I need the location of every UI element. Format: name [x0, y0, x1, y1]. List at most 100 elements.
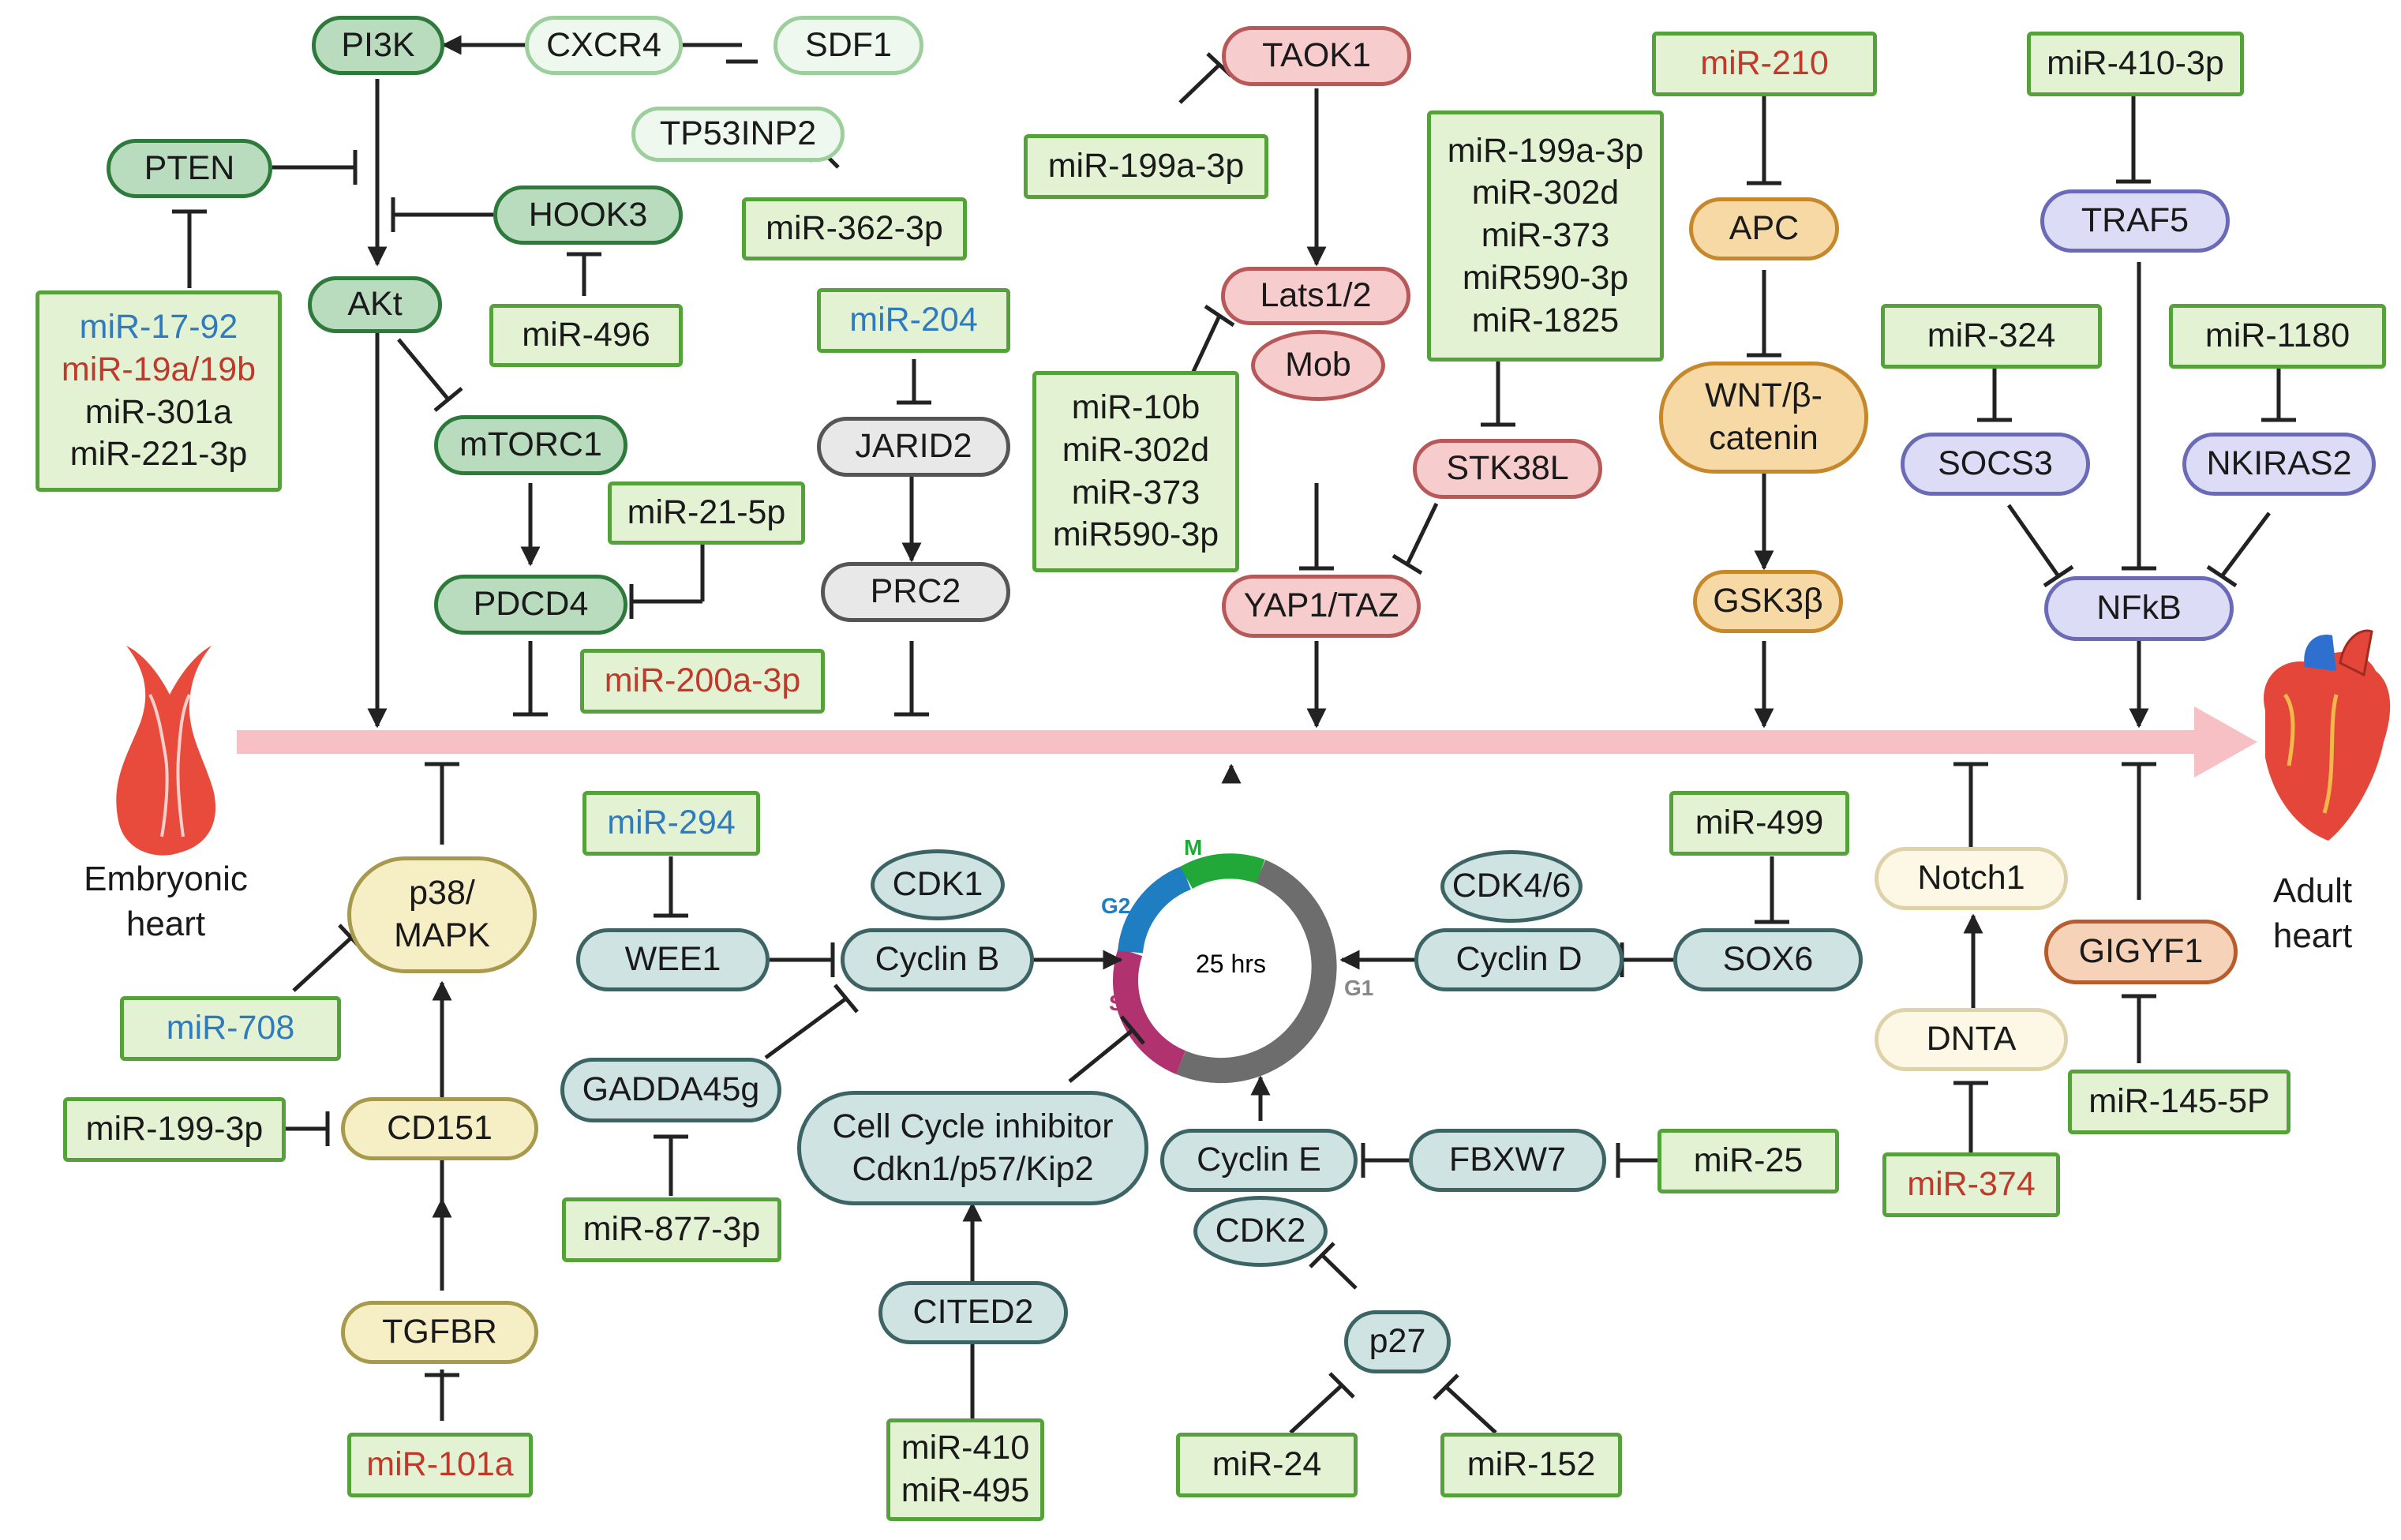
phase-g2-label: G2 — [1101, 894, 1131, 918]
node-mir-410-3p: miR-410-3p — [2027, 32, 2244, 96]
edge-inhibit — [513, 641, 548, 717]
cell-cycle-phase-m — [1180, 853, 1265, 890]
node-mir-496: miR-496 — [489, 304, 683, 367]
node-mir-17-92-group: miR-17-92 miR-19a/19b miR-301a miR-221-3… — [36, 290, 282, 492]
edge-inhibit — [1747, 95, 1781, 185]
edge-inhibit — [391, 197, 493, 232]
edge-inhibit — [1616, 1143, 1661, 1178]
node-mir-210: miR-210 — [1652, 32, 1877, 96]
cell-cycle-duration: 25 hrs — [1196, 950, 1266, 978]
edge-inhibit — [2261, 367, 2296, 422]
node-mir-362-3p: miR-362-3p — [742, 197, 967, 260]
node-mir-708: miR-708 — [120, 996, 341, 1061]
edge-inhibit — [1309, 1242, 1358, 1290]
edge-inhibit — [1433, 1373, 1497, 1434]
edge-inhibit — [1620, 942, 1673, 977]
node-stk38l: STK38L — [1413, 439, 1602, 499]
node-mir-499: miR-499 — [1669, 791, 1849, 856]
node-mir-10b-group: miR-10b miR-302d miR-373 miR590-3p — [1032, 371, 1239, 572]
node-cyclin-e: Cyclin E — [1160, 1129, 1358, 1192]
cell-cycle-phase-s — [1113, 947, 1186, 1074]
node-lats1-2: Lats1/2 — [1221, 267, 1410, 325]
edge-inhibit — [567, 252, 601, 296]
node-mob: Mob — [1251, 330, 1385, 401]
node-p27: p27 — [1344, 1310, 1451, 1373]
node-pdcd4: PDCD4 — [434, 575, 627, 635]
node-mir-101a: miR-101a — [347, 1433, 533, 1497]
node-cdk2: CDK2 — [1193, 1196, 1328, 1267]
edge-inhibit — [1299, 483, 1334, 571]
edge-inhibit — [1747, 270, 1781, 358]
node-gadda45g: GADDA45g — [560, 1058, 781, 1122]
edge-inhibit — [272, 150, 358, 185]
node-mir-21-5p: miR-21-5p — [608, 481, 805, 545]
cell-cycle-phase-g1 — [1175, 860, 1337, 1084]
edge-inhibit — [2116, 96, 2151, 184]
node-notch1: Notch1 — [1875, 847, 2068, 910]
node-gsk3b: GSK3β — [1693, 570, 1843, 633]
edge-inhibit — [284, 1111, 330, 1146]
node-cd151: CD151 — [341, 1097, 538, 1160]
edge-inhibit — [770, 942, 835, 977]
edge-inhibit — [1481, 362, 1515, 427]
edge-inhibit — [425, 762, 459, 845]
phase-m-label: M — [1184, 835, 1203, 860]
edge-inhibit — [1189, 304, 1235, 377]
node-mir-1180: miR-1180 — [2169, 304, 2386, 369]
node-traf5: TRAF5 — [2040, 189, 2230, 253]
node-gigyf1: GIGYF1 — [2044, 920, 2238, 984]
node-mir-25: miR-25 — [1657, 1129, 1839, 1193]
node-mir-324: miR-324 — [1881, 304, 2102, 369]
edge-inhibit — [1361, 1143, 1410, 1178]
edge-inhibit — [397, 338, 463, 412]
edge-inhibit — [654, 1134, 688, 1196]
node-wee1: WEE1 — [576, 928, 770, 991]
node-mir-199-3p: miR-199-3p — [63, 1097, 286, 1162]
node-cyclin-b: Cyclin B — [841, 928, 1034, 991]
node-mir-199a-3p: miR-199a-3p — [1024, 134, 1268, 199]
node-prc2: PRC2 — [821, 562, 1010, 622]
cell-cycle-ring — [1113, 853, 1337, 1084]
edge-inhibit — [1392, 502, 1439, 575]
node-hook3: HOOK3 — [493, 185, 683, 245]
edge-inhibit — [2006, 504, 2074, 588]
node-sox6: SOX6 — [1673, 928, 1863, 991]
edge-inhibit — [1289, 1372, 1355, 1434]
node-mir-877-3p: miR-877-3p — [562, 1197, 781, 1262]
node-jarid2: JARID2 — [817, 417, 1010, 477]
node-tp53inp2: TP53INP2 — [631, 107, 845, 162]
edge-inhibit — [1068, 1015, 1145, 1083]
edge-inhibit — [172, 209, 207, 288]
node-mir-200a-3p: miR-200a-3p — [580, 649, 825, 714]
node-cited2: CITED2 — [878, 1281, 1068, 1344]
edge-inhibit — [2122, 994, 2156, 1063]
cell-cycle-phase-g2 — [1118, 866, 1192, 954]
node-pten: PTEN — [107, 139, 272, 198]
node-dnta: DNTA — [1875, 1008, 2068, 1071]
edge-inhibit — [1977, 367, 2012, 422]
edge-inhibit — [2122, 762, 2156, 900]
node-wnt-beta-catenin: WNT/β- catenin — [1659, 362, 1868, 474]
node-sdf1: SDF1 — [773, 16, 923, 75]
edge-inhibit — [764, 984, 859, 1060]
timeline-arrow-head — [2194, 706, 2257, 777]
node-cyclin-d: Cyclin D — [1414, 928, 1624, 991]
node-cell-cycle-inhibitor: Cell Cycle inhibitor Cdkn1/p57/Kip2 — [797, 1091, 1148, 1205]
adult-heart-icon — [2264, 629, 2391, 841]
node-mir-145-5p: miR-145-5P — [2068, 1070, 2291, 1134]
edge-inhibit — [425, 1370, 459, 1421]
node-mir-374: miR-374 — [1882, 1152, 2060, 1217]
node-socs3: SOCS3 — [1901, 433, 2090, 496]
node-mtorc1: mTORC1 — [434, 415, 627, 475]
edge-inhibit — [2206, 511, 2271, 588]
node-taok1: TAOK1 — [1222, 26, 1411, 86]
node-nfkb: NFkB — [2044, 576, 2234, 641]
edge-inhibit — [679, 43, 758, 64]
edge-inhibit — [897, 359, 931, 405]
node-mir-294: miR-294 — [582, 791, 760, 856]
edge-inhibit — [1755, 856, 1789, 924]
edge-inhibit — [955, 1340, 990, 1421]
edge-inhibit — [894, 641, 929, 717]
node-mir-410-495: miR-410 miR-495 — [886, 1418, 1044, 1521]
